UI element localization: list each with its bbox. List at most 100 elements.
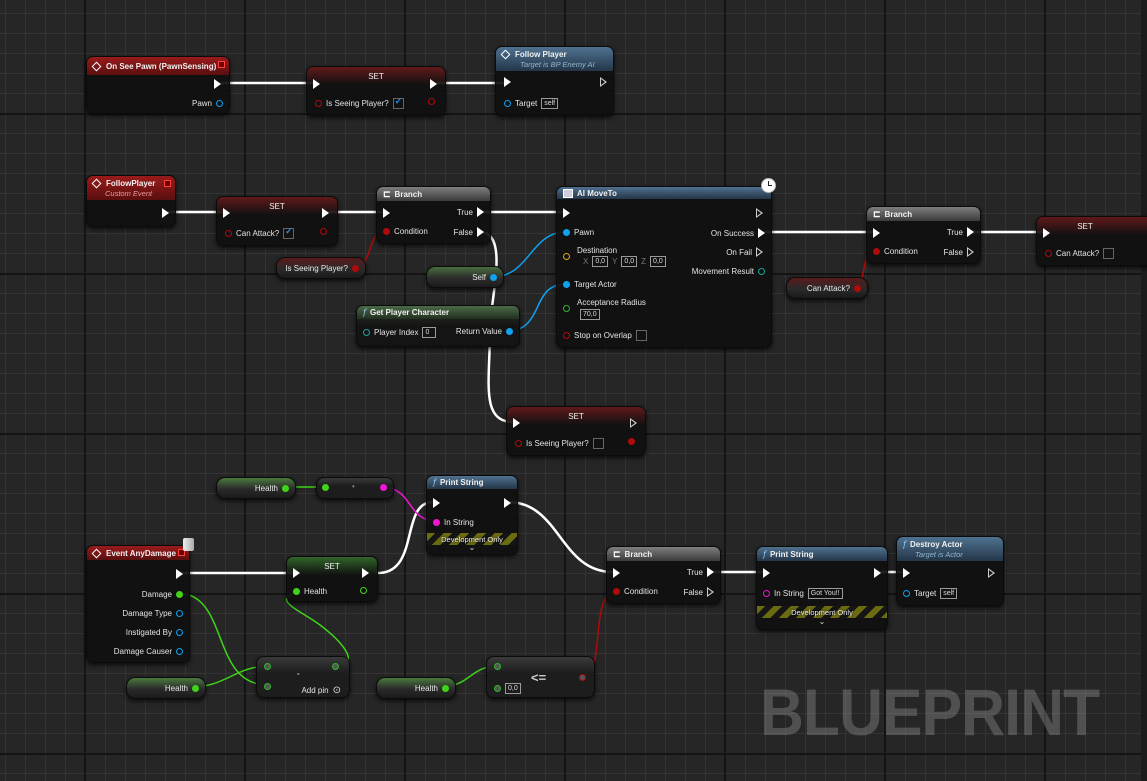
set-node-can-attack-false[interactable]: SET Can Attack? xyxy=(1036,216,1147,266)
expand-chevron-icon[interactable]: ⌄ xyxy=(818,617,826,626)
variable-get-health[interactable]: Health xyxy=(126,677,206,699)
bool-pin[interactable] xyxy=(515,440,522,447)
conversion-node-float-to-string[interactable]: • xyxy=(316,477,394,499)
bool-pin[interactable] xyxy=(225,230,232,237)
branch-node-3[interactable]: ⊏Branch True Condition False xyxy=(606,546,721,604)
float-pin[interactable] xyxy=(563,305,570,312)
exec-true-pin[interactable] xyxy=(477,207,484,217)
scrollbar[interactable] xyxy=(1141,0,1147,781)
dest-x-input[interactable]: 0,0 xyxy=(592,256,609,267)
set-node-health[interactable]: SET Health xyxy=(286,556,378,602)
float-in-pin-b[interactable] xyxy=(494,685,501,692)
exec-out-pin[interactable] xyxy=(756,208,763,218)
exec-out-pin[interactable] xyxy=(214,79,221,89)
float-out-pin[interactable] xyxy=(192,684,199,692)
target-input[interactable]: self xyxy=(940,588,958,599)
exec-in-pin[interactable] xyxy=(563,208,570,218)
set-node-can-attack[interactable]: SET Can Attack? xyxy=(216,196,338,246)
bool-pin[interactable] xyxy=(613,588,620,595)
string-out-pin[interactable] xyxy=(380,484,387,491)
bool-pin[interactable] xyxy=(563,332,570,339)
exec-in-pin[interactable] xyxy=(504,77,511,87)
float-out-pin[interactable] xyxy=(442,684,449,692)
compare-value-input[interactable]: 0,0 xyxy=(505,683,521,694)
exec-out-pin[interactable] xyxy=(176,569,183,579)
bool-out-pin[interactable] xyxy=(854,284,861,292)
in-string-input[interactable]: Got You!! xyxy=(807,588,843,599)
exec-out-pin[interactable] xyxy=(600,77,607,87)
expand-chevron-icon[interactable]: ⌄ xyxy=(468,543,476,552)
exec-out-pin[interactable] xyxy=(162,208,169,218)
dest-z-input[interactable]: 0,0 xyxy=(650,256,666,267)
exec-out-pin[interactable] xyxy=(430,79,437,89)
exec-false-pin[interactable] xyxy=(477,227,484,237)
string-pin[interactable] xyxy=(763,590,770,597)
exec-false-pin[interactable] xyxy=(967,247,974,257)
float-out-pin[interactable] xyxy=(282,484,289,492)
dest-y-input[interactable]: 0,0 xyxy=(621,256,638,267)
delegate-icon[interactable] xyxy=(164,180,171,187)
exec-out-pin[interactable] xyxy=(322,208,329,218)
bool-out-pin[interactable] xyxy=(320,228,327,235)
exec-out-pin[interactable] xyxy=(874,568,881,578)
stop-on-overlap-checkbox[interactable] xyxy=(635,330,647,341)
vector-pin[interactable] xyxy=(563,253,570,260)
exec-in-pin[interactable] xyxy=(383,208,390,218)
exec-false-pin[interactable] xyxy=(707,587,714,597)
exec-out-pin[interactable] xyxy=(362,568,369,578)
object-pin[interactable] xyxy=(176,648,183,655)
value-checkbox[interactable] xyxy=(592,438,604,449)
bool-pin[interactable] xyxy=(1045,250,1052,257)
exec-in-pin[interactable] xyxy=(763,568,770,578)
delegate-icon[interactable] xyxy=(218,61,225,68)
object-pin[interactable] xyxy=(176,610,183,617)
event-node-any-damage[interactable]: Event AnyDamage Damage Damage Type Insti… xyxy=(86,545,190,663)
event-node-on-see-pawn[interactable]: On See Pawn (PawnSensing) Pawn xyxy=(86,56,230,114)
exec-in-pin[interactable] xyxy=(313,79,320,89)
bool-out-pin[interactable] xyxy=(352,264,359,272)
bool-pin[interactable] xyxy=(383,228,390,235)
exec-in-pin[interactable] xyxy=(903,568,910,578)
exec-in-pin[interactable] xyxy=(873,228,880,238)
object-pin[interactable] xyxy=(903,590,910,597)
exec-true-pin[interactable] xyxy=(967,227,974,237)
int-pin[interactable] xyxy=(363,329,370,336)
bool-pin[interactable] xyxy=(315,100,322,107)
value-checkbox[interactable] xyxy=(283,226,295,239)
float-out-pin[interactable] xyxy=(176,591,183,598)
variable-get-health[interactable]: Health xyxy=(216,477,296,499)
exec-in-pin[interactable] xyxy=(293,568,300,578)
exec-in-pin[interactable] xyxy=(613,568,620,578)
float-pin[interactable] xyxy=(293,588,300,595)
exec-out-pin[interactable] xyxy=(630,418,637,428)
exec-true-pin[interactable] xyxy=(707,567,714,577)
float-in-pin-a[interactable] xyxy=(494,663,501,670)
delegate-icon[interactable] xyxy=(178,549,185,556)
exec-fail-pin[interactable] xyxy=(756,247,763,257)
exec-success-pin[interactable] xyxy=(758,228,765,238)
variable-get-health[interactable]: Health xyxy=(376,677,456,699)
object-out-pin[interactable] xyxy=(506,328,513,335)
float-in-pin-a[interactable] xyxy=(264,663,271,670)
float-out-pin[interactable] xyxy=(360,587,367,594)
variable-get-is-seeing-player[interactable]: Is Seeing Player? xyxy=(276,257,366,279)
object-pin[interactable] xyxy=(563,229,570,236)
self-reference-node[interactable]: Self xyxy=(426,266,504,288)
variable-get-can-attack[interactable]: Can Attack? xyxy=(786,277,868,299)
exec-in-pin[interactable] xyxy=(223,208,230,218)
math-node-subtract[interactable]: - Add pin⊙ xyxy=(256,656,350,698)
target-input[interactable]: self xyxy=(541,98,559,109)
exec-in-pin[interactable] xyxy=(1043,228,1050,238)
object-pin[interactable] xyxy=(216,100,223,107)
string-pin[interactable] xyxy=(433,519,440,526)
exec-in-pin[interactable] xyxy=(433,498,440,508)
object-pin[interactable] xyxy=(563,281,570,288)
player-index-input[interactable]: 0 xyxy=(422,327,437,338)
value-checkbox[interactable] xyxy=(1103,248,1115,259)
